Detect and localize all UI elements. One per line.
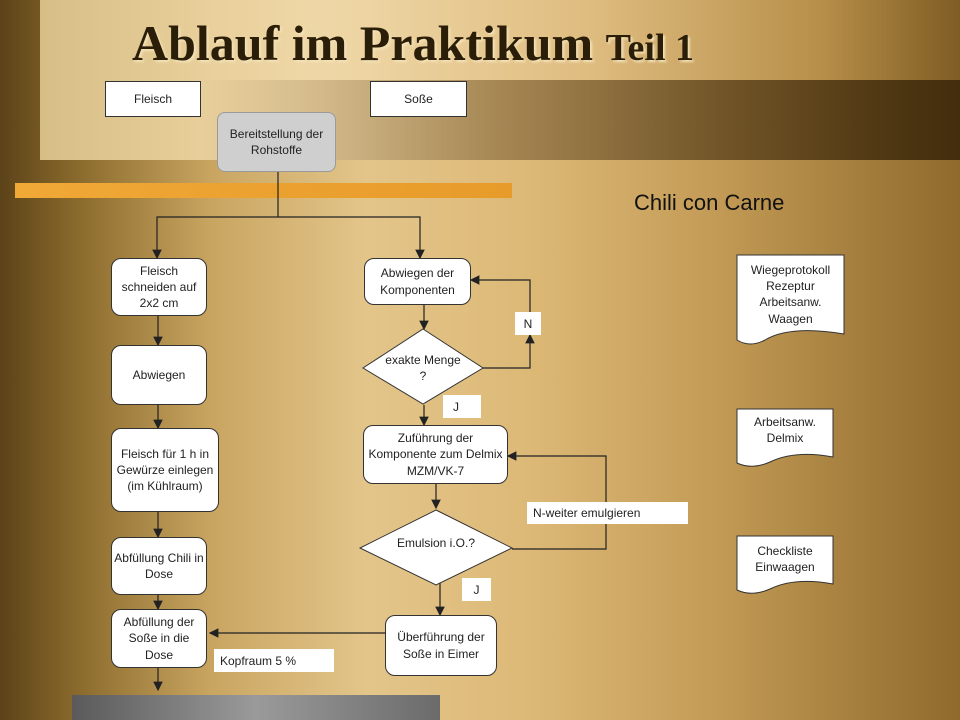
slide-title: Ablauf im Praktikum Teil 1 [132, 14, 694, 72]
label-n-weiter-emulgieren: N-weiter emulgieren [527, 502, 688, 524]
label-kopfraum: Kopfraum 5 % [214, 649, 334, 672]
label-j-emulsion: J [462, 578, 491, 601]
box-einlegen: Fleisch für 1 h in Gewürze einlegen (im … [111, 428, 219, 512]
connector-menge-no [483, 333, 535, 369]
box-sosse: Soße [370, 81, 467, 117]
document-shape-2 [736, 408, 834, 467]
box-ueberfuehrung: Überführung der Soße in Eimer [385, 615, 497, 676]
label-j-menge: J [443, 395, 481, 418]
document-wiegeprotokoll: Wiegeprotokoll Rezeptur Arbeitsanw. Waag… [750, 263, 831, 326]
box-abwiegen: Abwiegen [111, 345, 207, 405]
decision-exakte-menge-label: exakte Menge ? [385, 353, 461, 384]
document-checkliste: Checkliste Einwaagen [755, 544, 815, 575]
box-fleisch: Fleisch [105, 81, 201, 117]
decision-exakte-menge-shape [362, 328, 484, 405]
box-abfuellung-chili: Abfüllung Chili in Dose [111, 537, 207, 595]
connector-no-back [469, 275, 531, 312]
box-zufuehrung: Zuführung der Komponente zum Delmix MZM/… [363, 425, 508, 484]
connector-to-abwiegen-komp [278, 216, 425, 260]
document-shape-1 [736, 254, 845, 345]
document-shape-3 [736, 535, 834, 594]
title-part: Teil 1 [605, 27, 695, 69]
decision-emulsion-shape [358, 509, 514, 586]
slide-subtitle: Chili con Carne [634, 190, 785, 215]
connector-to-schneiden [152, 216, 278, 260]
box-abfuellung-sosse: Abfüllung der Soße in die Dose [111, 609, 207, 668]
decision-emulsion-label: Emulsion i.O.? [396, 536, 476, 550]
document-arbeitsanw-delmix: Arbeitsanw. Delmix [753, 415, 817, 446]
label-n: N [515, 312, 541, 335]
orange-stripe [15, 183, 512, 198]
box-bereitstellung: Bereitstellung der Rohstoffe [217, 112, 336, 172]
title-main: Ablauf im Praktikum [132, 15, 594, 71]
bottom-gray-bar [72, 695, 440, 720]
box-abwiegen-komponenten: Abwiegen der Komponenten [364, 258, 471, 305]
box-fleisch-schneiden: Fleisch schneiden auf 2x2 cm [111, 258, 207, 316]
